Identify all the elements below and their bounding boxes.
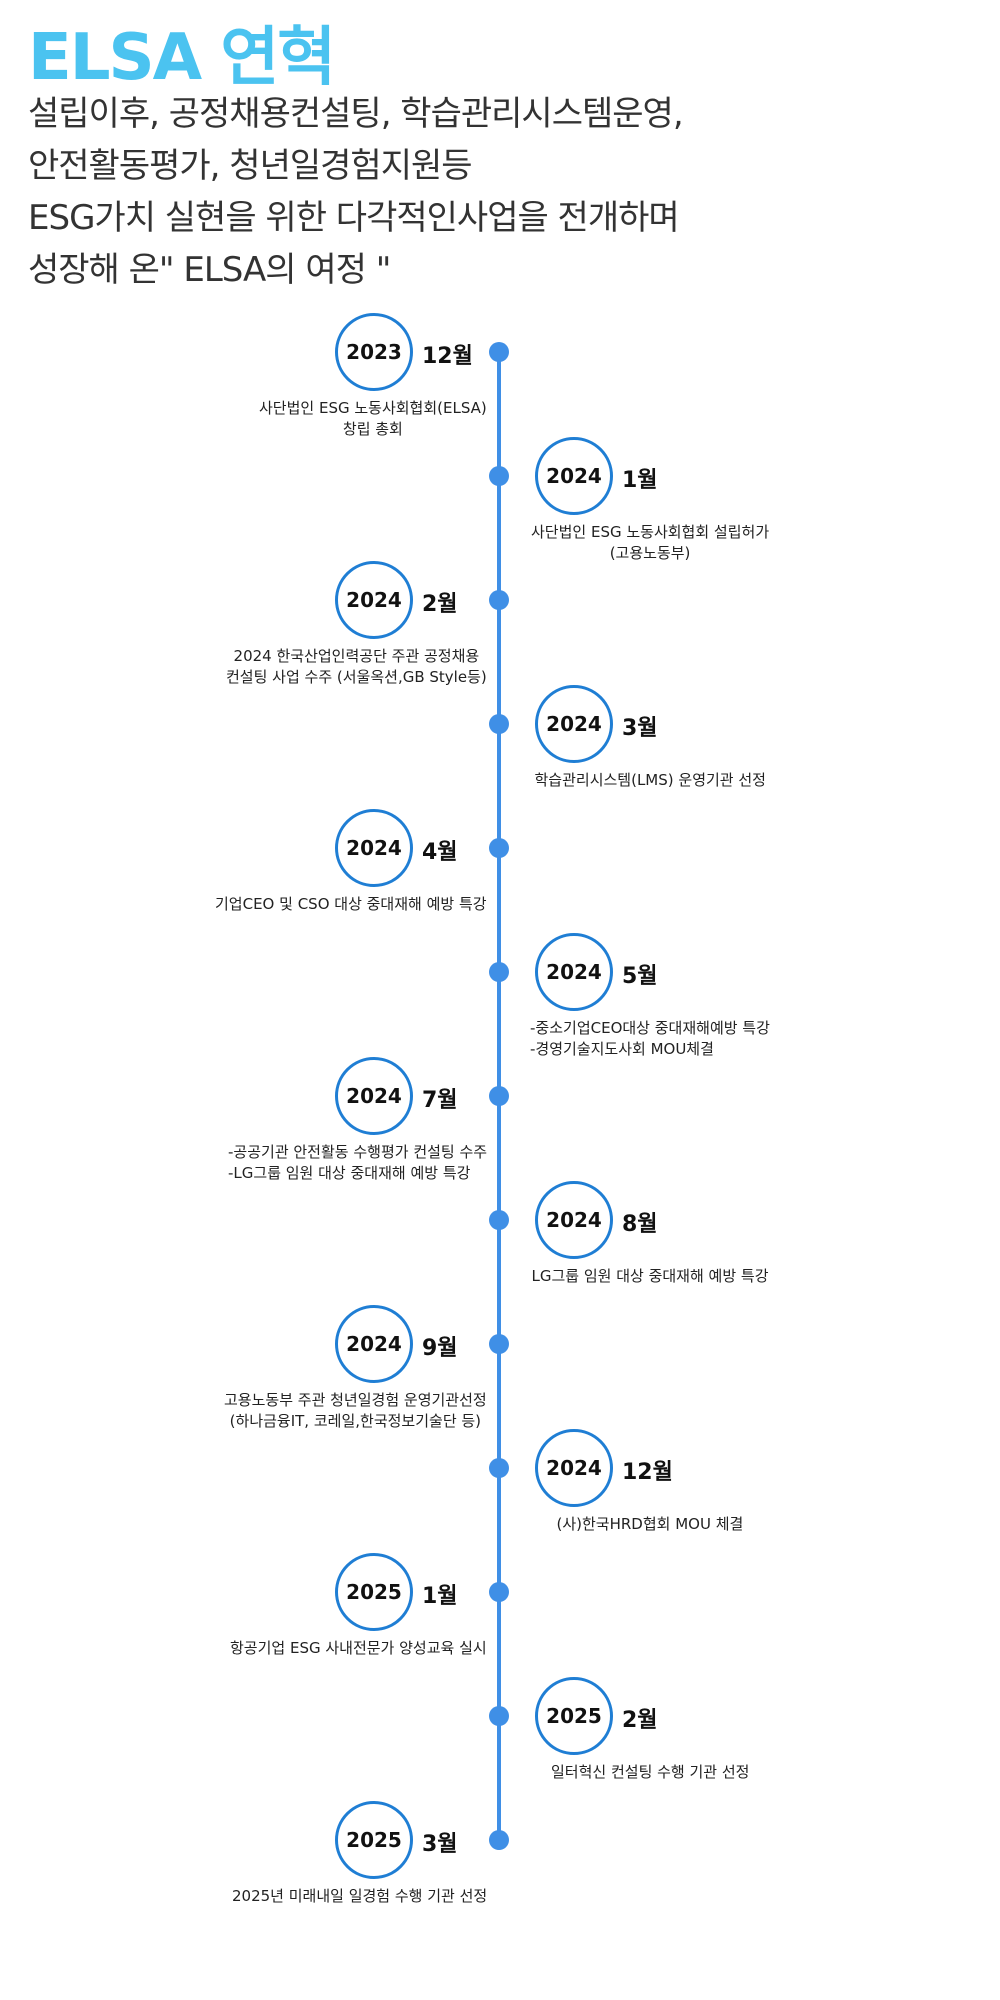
year-badge: 2025 [535, 1677, 613, 1755]
event-description-line: 컨설팅 사업 수주 (서울옥션,GB Style등) [226, 668, 487, 686]
month-label: 8월 [622, 1212, 658, 1237]
year-badge: 2024 [535, 1429, 613, 1507]
timeline-dot [489, 342, 509, 362]
year-badge: 2025 [335, 1553, 413, 1631]
year-badge: 2025 [335, 1801, 413, 1879]
event-description-line: 기업CEO 및 CSO 대상 중대재해 예방 특강 [215, 895, 487, 913]
intro-line: 성장해 온" ELSA의 여정 " [28, 250, 391, 290]
event-description-line: 일터혁신 컨설팅 수행 기관 선정 [551, 1763, 750, 1781]
month-label: 12월 [622, 1460, 673, 1485]
month-label: 9월 [422, 1336, 458, 1361]
event-description: 기업CEO 및 CSO 대상 중대재해 예방 특강 [215, 894, 487, 915]
event-description-line: 2025년 미래내일 일경험 수행 기관 선정 [232, 1887, 488, 1905]
intro-line: 안전활동평가, 청년일경험지원등 [28, 146, 473, 186]
event-description-line: (하나금융IT, 코레일,한국정보기술단 등) [229, 1412, 482, 1430]
event-description-line: 2024 한국산업인력공단 주관 공정채용 [233, 647, 480, 665]
event-description: 사단법인 ESG 노동사회협회 설립허가 (고용노동부) [531, 522, 769, 564]
timeline-dot [489, 1458, 509, 1478]
timeline-dot [489, 1830, 509, 1850]
month-label: 4월 [422, 840, 458, 865]
timeline-dot [489, 1334, 509, 1354]
timeline-dot [489, 590, 509, 610]
intro-line: 설립이후, 공정채용컨설팅, 학습관리시스템운영, [28, 94, 684, 134]
event-description: 사단법인 ESG 노동사회협회(ELSA) 창립 총회 [259, 398, 487, 440]
event-description-line: 사단법인 ESG 노동사회협회 설립허가 [531, 523, 770, 541]
month-label: 2월 [422, 592, 458, 617]
year-badge: 2024 [335, 561, 413, 639]
event-description: -중소기업CEO대상 중대재해예방 특강 -경영기술지도사회 MOU체결 [530, 1018, 770, 1060]
timeline-dot [489, 1706, 509, 1726]
month-label: 1월 [422, 1584, 458, 1609]
year-badge: 2024 [335, 809, 413, 887]
month-label: 7월 [422, 1088, 458, 1113]
event-description: (사)한국HRD협회 MOU 체결 [557, 1514, 744, 1535]
timeline-dot [489, 1086, 509, 1106]
event-description: LG그룹 임원 대상 중대재해 예방 특강 [532, 1266, 769, 1287]
timeline-dot [489, 838, 509, 858]
event-description: 고용노동부 주관 청년일경험 운영기관선정 (하나금융IT, 코레일,한국정보기술… [224, 1390, 487, 1432]
event-description-line: 사단법인 ESG 노동사회협회(ELSA) [259, 399, 487, 417]
intro-text: 설립이후, 공정채용컨설팅, 학습관리시스템운영, 안전활동평가, 청년일경험지… [28, 88, 968, 296]
page-title: ELSA 연혁 [28, 21, 336, 95]
year-badge: 2024 [535, 1181, 613, 1259]
year-badge: 2024 [535, 437, 613, 515]
intro-line: ESG가치 실현을 위한 다각적인사업을 전개하며 [28, 198, 680, 238]
year-badge: 2024 [535, 685, 613, 763]
event-description-line: 고용노동부 주관 청년일경험 운영기관선정 [224, 1391, 487, 1409]
event-description-line: 학습관리시스템(LMS) 운영기관 선정 [534, 771, 766, 789]
year-badge: 2024 [535, 933, 613, 1011]
event-description-line: (고용노동부) [609, 544, 691, 562]
event-description-line: -중소기업CEO대상 중대재해예방 특강 [530, 1019, 770, 1037]
event-description-line: 항공기업 ESG 사내전문가 양성교육 실시 [230, 1639, 487, 1657]
month-label: 3월 [622, 716, 658, 741]
timeline-dot [489, 1210, 509, 1230]
event-description-line: 창립 총회 [342, 420, 403, 438]
event-description-line: LG그룹 임원 대상 중대재해 예방 특강 [531, 1267, 769, 1285]
timeline-dot [489, 466, 509, 486]
month-label: 5월 [622, 964, 658, 989]
event-description-line: -경영기술지도사회 MOU체결 [530, 1040, 714, 1058]
event-description: -공공기관 안전활동 수행평가 컨설팅 수주 -LG그룹 임원 대상 중대재해 예… [228, 1142, 487, 1184]
event-description: 항공기업 ESG 사내전문가 양성교육 실시 [230, 1638, 487, 1659]
timeline-dot [489, 1582, 509, 1602]
event-description-line: -공공기관 안전활동 수행평가 컨설팅 수주 [228, 1143, 488, 1161]
event-description: 2025년 미래내일 일경험 수행 기관 선정 [232, 1886, 487, 1907]
month-label: 12월 [422, 344, 473, 369]
month-label: 3월 [422, 1832, 458, 1857]
timeline-dot [489, 714, 509, 734]
event-description-line: -LG그룹 임원 대상 중대재해 예방 특강 [228, 1164, 471, 1182]
timeline-dot [489, 962, 509, 982]
event-description: 일터혁신 컨설팅 수행 기관 선정 [551, 1762, 749, 1783]
year-badge: 2024 [335, 1057, 413, 1135]
month-label: 2월 [622, 1708, 658, 1733]
event-description-line: (사)한국HRD협회 MOU 체결 [556, 1515, 744, 1533]
year-badge: 2024 [335, 1305, 413, 1383]
year-badge: 2023 [335, 313, 413, 391]
month-label: 1월 [622, 468, 658, 493]
event-description: 학습관리시스템(LMS) 운영기관 선정 [535, 770, 766, 791]
